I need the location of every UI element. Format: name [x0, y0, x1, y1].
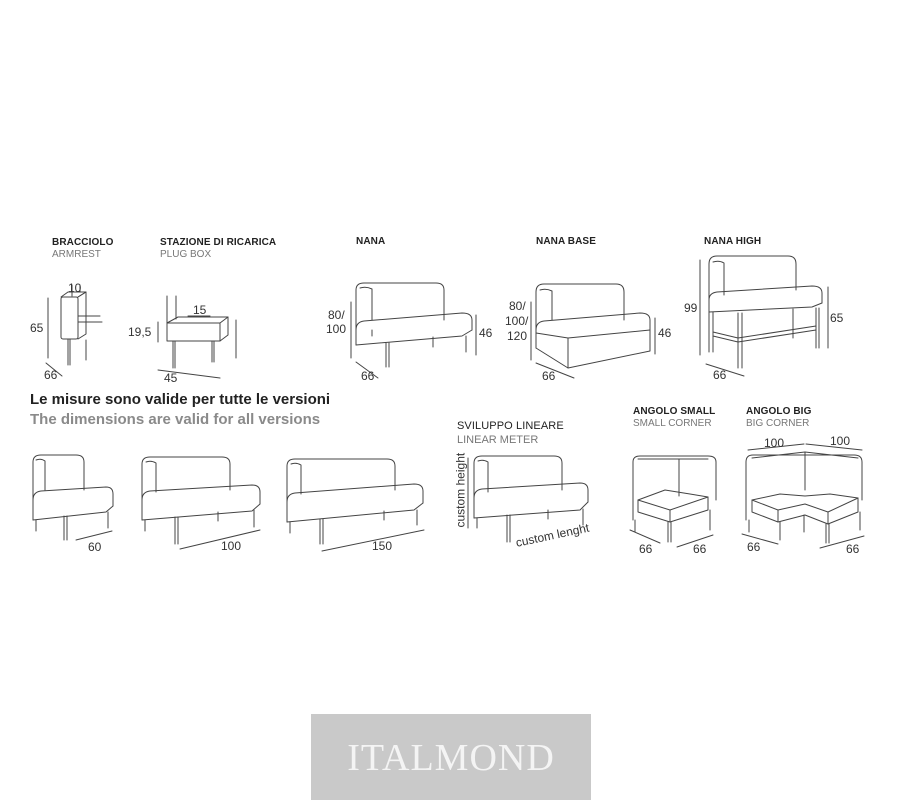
dim-big-left: 66	[747, 540, 761, 554]
dim-high-height: 99	[684, 301, 698, 315]
dim-base-depth: 66	[542, 369, 556, 383]
dim-nana-height-b: 100	[326, 322, 347, 336]
dim-base-height-b: 100/	[505, 314, 529, 328]
label-linear: SVILUPPO LINEARE LINEAR METER	[457, 419, 564, 447]
label-small-corner-title: ANGOLO SMALL	[633, 406, 716, 417]
dim-width-60: 60	[88, 540, 102, 554]
label-nana-base: NANA BASE	[536, 236, 596, 248]
label-big-corner-title: ANGOLO BIG	[746, 406, 812, 417]
brand-logo-text: ITALMOND	[347, 737, 555, 779]
note-italian: Le misure sono valide per tutte le versi…	[30, 391, 331, 408]
label-armrest-subtitle: ARMREST	[52, 249, 101, 260]
label-armrest-title: BRACCIOLO	[52, 237, 114, 248]
label-plugbox-title: STAZIONE DI RICARICA	[160, 237, 277, 248]
dim-high-depth: 66	[713, 368, 727, 382]
dim-armrest-depth: 66	[44, 368, 58, 382]
nana-drawing	[350, 282, 477, 379]
big-corner-drawing	[741, 443, 865, 549]
label-nana-title: NANA	[356, 236, 386, 247]
dim-base-height-c: 120	[507, 329, 528, 343]
label-big-corner: ANGOLO BIG BIG CORNER	[746, 406, 811, 430]
dim-small-left: 66	[639, 542, 653, 556]
note-english: The dimensions are valid for all version…	[30, 411, 321, 428]
dim-big-right: 66	[846, 542, 860, 556]
dim-nana-seat: 46	[479, 326, 493, 340]
sofa-linear-drawing	[467, 455, 589, 543]
dim-width-100: 100	[221, 539, 242, 553]
dim-plug-height: 19,5	[128, 325, 152, 339]
sofa-150-drawing	[286, 458, 425, 552]
dim-nana-depth: 66	[361, 369, 375, 383]
label-armrest: BRACCIOLO ARMREST	[52, 237, 113, 261]
label-nana-high: NANA HIGH	[704, 236, 761, 248]
small-corner-drawing	[629, 455, 717, 548]
brand-logo: ITALMOND	[311, 714, 591, 800]
dim-high-seat: 65	[830, 311, 844, 325]
nana-base-drawing	[530, 283, 656, 379]
dim-custom-height: custom height	[453, 452, 468, 528]
armrest-drawing	[45, 284, 103, 377]
label-plugbox: STAZIONE DI RICARICA PLUG BOX	[160, 237, 276, 261]
dim-armrest-height: 65	[30, 321, 44, 335]
plugbox-drawing	[157, 295, 237, 379]
dim-width-150: 150	[372, 539, 393, 553]
label-plugbox-subtitle: PLUG BOX	[160, 249, 212, 260]
label-nana: NANA	[356, 236, 385, 248]
dim-plug-depth: 45	[164, 371, 178, 385]
label-linear-subtitle: LINEAR METER	[457, 434, 539, 446]
dim-base-height-a: 80/	[509, 299, 526, 313]
dim-armrest-top: 10	[68, 281, 82, 295]
dim-nana-height-a: 80/	[328, 308, 345, 322]
sofa-60-drawing	[32, 454, 114, 541]
dim-plug-top: 15	[193, 303, 207, 317]
dim-base-seat: 46	[658, 326, 672, 340]
label-small-corner-subtitle: SMALL CORNER	[633, 418, 712, 429]
dim-small-right: 66	[693, 542, 707, 556]
dim-big-top-left: 100	[764, 436, 785, 450]
nana-high-drawing	[699, 255, 829, 377]
dim-big-top-right: 100	[830, 434, 851, 448]
label-big-corner-subtitle: BIG CORNER	[746, 418, 810, 429]
label-nana-high-title: NANA HIGH	[704, 236, 762, 247]
label-nana-base-title: NANA BASE	[536, 236, 596, 247]
label-small-corner: ANGOLO SMALL SMALL CORNER	[633, 406, 715, 430]
label-linear-title: SVILUPPO LINEARE	[457, 420, 564, 432]
sofa-100-drawing	[141, 456, 261, 550]
